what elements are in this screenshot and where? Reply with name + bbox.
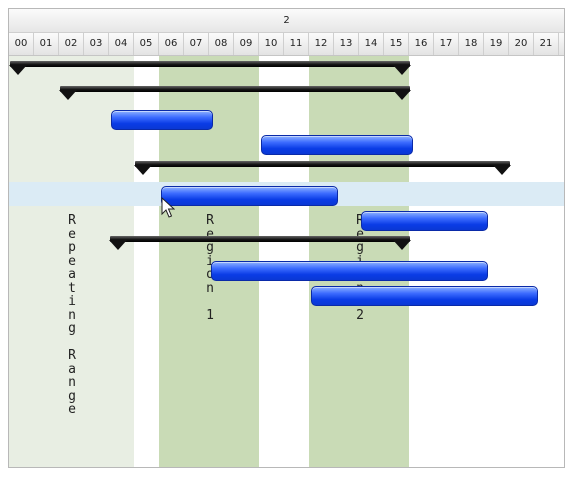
hour-cell-20: 20	[509, 33, 534, 55]
hour-cell-01: 01	[34, 33, 59, 55]
summary-end-marker	[393, 90, 411, 100]
task-bar[interactable]	[111, 110, 213, 130]
hour-cell-06: 06	[159, 33, 184, 55]
summary-bar[interactable]	[9, 61, 411, 75]
hour-cell-19: 19	[484, 33, 509, 55]
summary-end-marker	[393, 240, 411, 250]
hour-cell-21: 21	[534, 33, 559, 55]
task-bar[interactable]	[311, 286, 538, 306]
hour-cell-11: 11	[284, 33, 309, 55]
summary-start-marker	[134, 165, 152, 175]
mouse-pointer-icon	[161, 197, 175, 218]
hour-cell-00: 00	[9, 33, 34, 55]
summary-start-marker	[109, 240, 127, 250]
day-header: 2	[9, 9, 564, 33]
summary-bar[interactable]	[59, 86, 411, 100]
summary-end-marker	[393, 65, 411, 75]
hour-cell-15: 15	[384, 33, 409, 55]
summary-bar[interactable]	[109, 236, 411, 250]
hour-cell-07: 07	[184, 33, 209, 55]
summary-start-marker	[59, 90, 77, 100]
hour-cell-16: 16	[409, 33, 434, 55]
hour-cell-04: 04	[109, 33, 134, 55]
hour-cell-09: 09	[234, 33, 259, 55]
task-bar[interactable]	[261, 135, 413, 155]
summary-start-marker	[9, 65, 27, 75]
hour-cell-10: 10	[259, 33, 284, 55]
hour-cell-14: 14	[359, 33, 384, 55]
summary-bar[interactable]	[134, 161, 511, 175]
hour-cell-18: 18	[459, 33, 484, 55]
hour-cell-12: 12	[309, 33, 334, 55]
hour-cell-17: 17	[434, 33, 459, 55]
hour-cell-03: 03	[84, 33, 109, 55]
task-bar[interactable]	[211, 261, 488, 281]
summary-end-marker	[493, 165, 511, 175]
hour-cell-05: 05	[134, 33, 159, 55]
day-label: 2	[283, 15, 290, 26]
hour-cell-13: 13	[334, 33, 359, 55]
hour-cell-02: 02	[59, 33, 84, 55]
task-bar[interactable]	[161, 186, 338, 206]
hour-cell-08: 08	[209, 33, 234, 55]
task-bar[interactable]	[361, 211, 488, 231]
